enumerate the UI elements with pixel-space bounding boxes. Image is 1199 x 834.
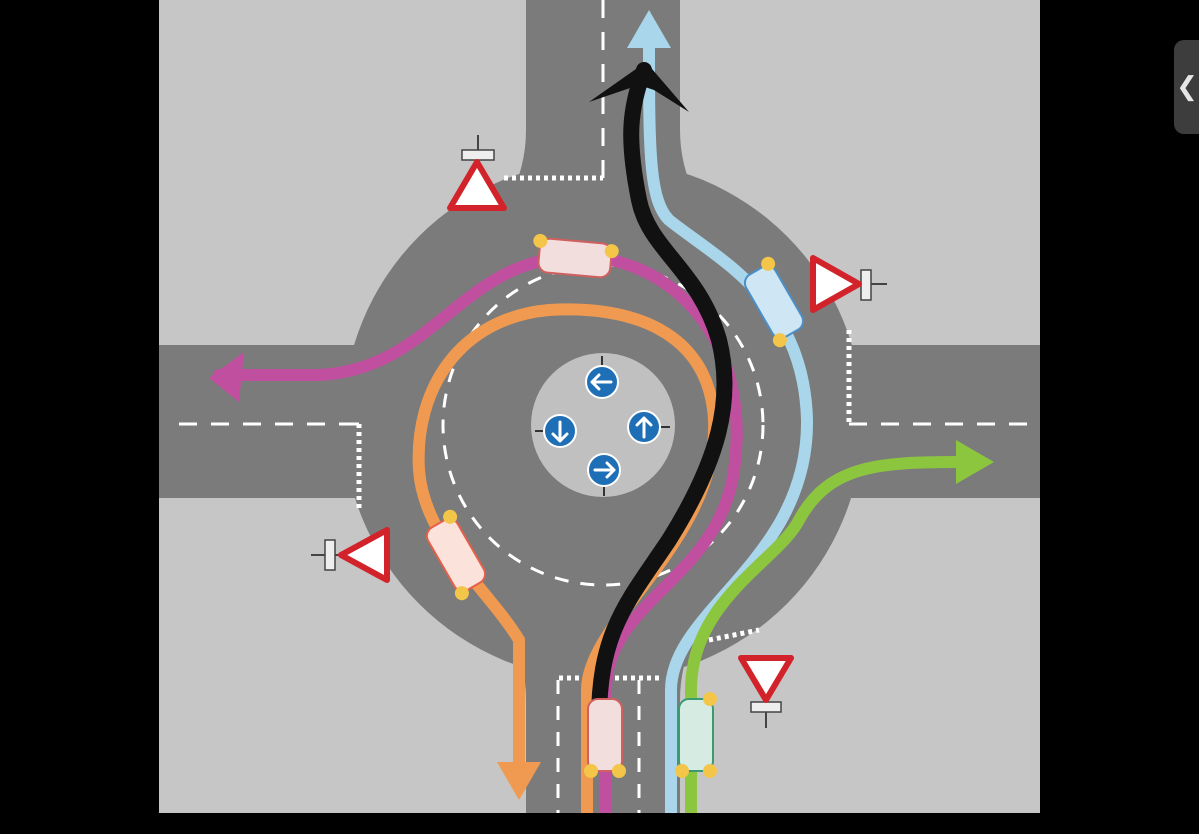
route-left-turn: [213, 250, 743, 813]
roundabout-sign-arrows: [535, 356, 670, 496]
route-drawn-arrowhead: [589, 62, 689, 112]
yield-sign-right: [810, 255, 887, 313]
route-right-turn: [685, 456, 975, 813]
route-left-turn-arrowhead: [209, 352, 244, 402]
yield-sign-bottom: [738, 655, 794, 728]
route-right-turn-arrowhead: [956, 440, 994, 484]
arrow-left-icon: [585, 356, 619, 399]
route-u-turn-arrowhead: [497, 762, 541, 800]
arrow-down-icon: [535, 414, 577, 448]
car-bottom-right: [675, 692, 717, 778]
yield-sign-left: [311, 527, 390, 583]
yield-sign-top: [447, 135, 507, 211]
arrow-right-icon: [587, 453, 621, 496]
lane-divider-ring: [441, 263, 765, 587]
arrow-up-icon: [627, 410, 670, 444]
route-straight-arrowhead: [627, 10, 671, 48]
car-top: [533, 233, 619, 279]
route-drawn-freehand: [591, 62, 733, 728]
car-left: [425, 509, 487, 601]
car-bottom-left: [584, 698, 626, 778]
roundabout-diagram: [159, 0, 1040, 813]
chevron-left-icon: ❮: [1176, 72, 1198, 102]
car-right: [743, 256, 805, 348]
central-island: [531, 353, 675, 497]
side-panel-toggle[interactable]: ❮: [1174, 40, 1199, 134]
